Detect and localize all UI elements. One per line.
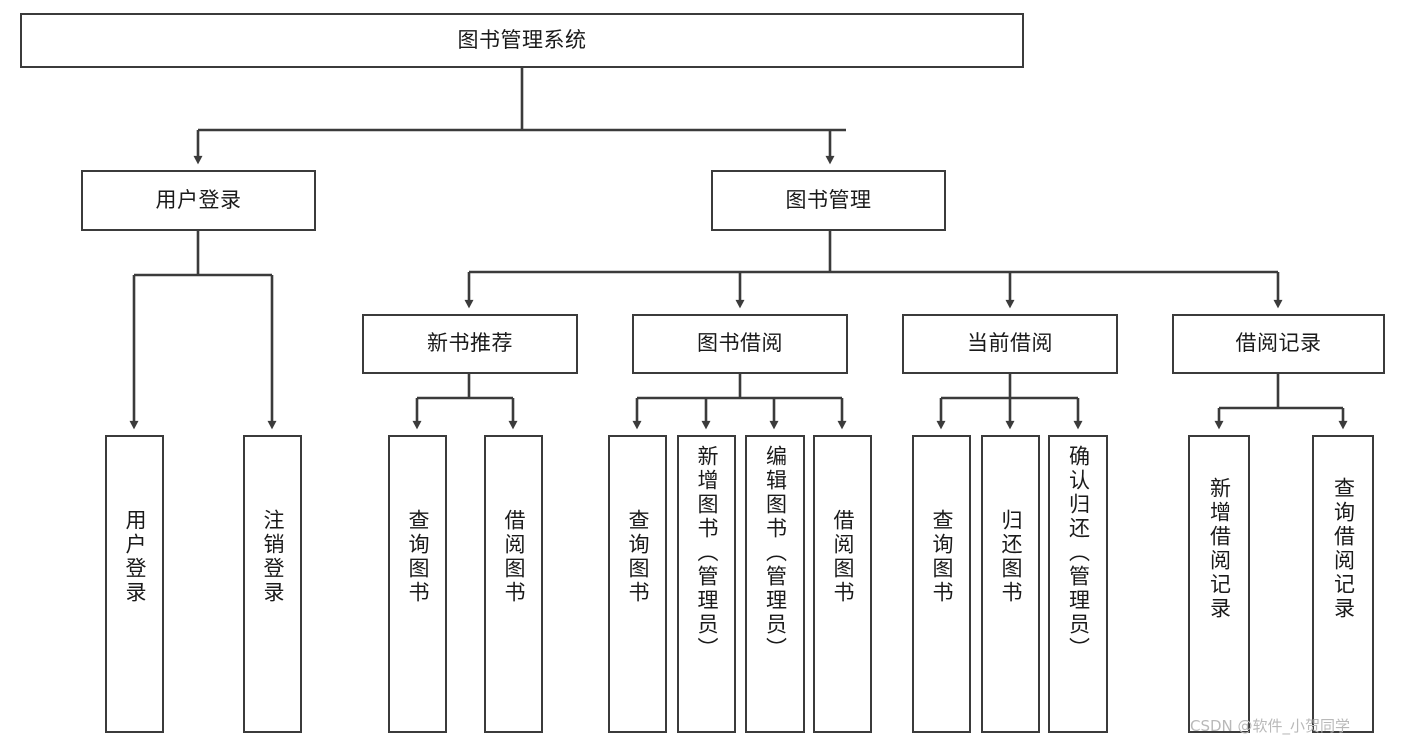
- node-user-login-label: 用户登录: [155, 187, 242, 212]
- node-root-label: 图书管理系统: [457, 27, 587, 52]
- node-leaf-query-book-2[interactable]: 查询图书: [608, 435, 667, 733]
- node-leaf-borrow-book-2-label: 借阅图书: [831, 509, 855, 605]
- node-leaf-user-logout[interactable]: 注销登录: [243, 435, 302, 733]
- node-leaf-edit-book[interactable]: 编辑图书（管理员）: [745, 435, 805, 733]
- node-leaf-user-login-label: 用户登录: [123, 509, 147, 605]
- node-leaf-query-book-2-label: 查询图书: [626, 509, 650, 605]
- node-user-login[interactable]: 用户登录: [81, 170, 316, 231]
- node-leaf-query-book-1[interactable]: 查询图书: [388, 435, 447, 733]
- node-leaf-edit-book-label: 编辑图书（管理员）: [763, 445, 788, 661]
- node-current-borrow[interactable]: 当前借阅: [902, 314, 1118, 374]
- node-book-management-label: 图书管理: [785, 187, 872, 212]
- node-leaf-user-login[interactable]: 用户登录: [105, 435, 164, 733]
- node-new-book-recommend[interactable]: 新书推荐: [362, 314, 578, 374]
- node-leaf-add-book-label: 新增图书（管理员）: [695, 445, 719, 661]
- node-leaf-query-book-3[interactable]: 查询图书: [912, 435, 971, 733]
- node-leaf-query-book-1-label: 查询图书: [406, 509, 430, 605]
- node-leaf-query-book-3-label: 查询图书: [930, 509, 954, 605]
- node-leaf-confirm-return[interactable]: 确认归还（管理员）: [1048, 435, 1108, 733]
- node-leaf-return-book-label: 归还图书: [999, 509, 1023, 605]
- node-leaf-confirm-return-label: 确认归还（管理员）: [1066, 445, 1091, 661]
- node-new-book-recommend-label: 新书推荐: [427, 331, 513, 356]
- node-book-management[interactable]: 图书管理: [711, 170, 946, 231]
- node-leaf-query-record-label: 查询借阅记录: [1331, 477, 1356, 621]
- node-leaf-add-record-label: 新增借阅记录: [1207, 477, 1232, 621]
- node-root[interactable]: 图书管理系统: [20, 13, 1024, 68]
- node-current-borrow-label: 当前借阅: [967, 331, 1053, 356]
- node-borrow-record-label: 借阅记录: [1235, 331, 1322, 356]
- node-leaf-add-record[interactable]: 新增借阅记录: [1188, 435, 1250, 733]
- node-leaf-borrow-book-2[interactable]: 借阅图书: [813, 435, 872, 733]
- node-leaf-query-record[interactable]: 查询借阅记录: [1312, 435, 1374, 733]
- node-book-borrow[interactable]: 图书借阅: [632, 314, 848, 374]
- node-leaf-add-book[interactable]: 新增图书（管理员）: [677, 435, 736, 733]
- node-leaf-borrow-book-1-label: 借阅图书: [502, 509, 526, 605]
- node-leaf-user-logout-label: 注销登录: [261, 509, 285, 605]
- node-book-borrow-label: 图书借阅: [697, 331, 783, 356]
- node-leaf-return-book[interactable]: 归还图书: [981, 435, 1040, 733]
- node-borrow-record[interactable]: 借阅记录: [1172, 314, 1385, 374]
- node-leaf-borrow-book-1[interactable]: 借阅图书: [484, 435, 543, 733]
- csdn-watermark: CSDN @软件_小贺同学: [1190, 717, 1351, 735]
